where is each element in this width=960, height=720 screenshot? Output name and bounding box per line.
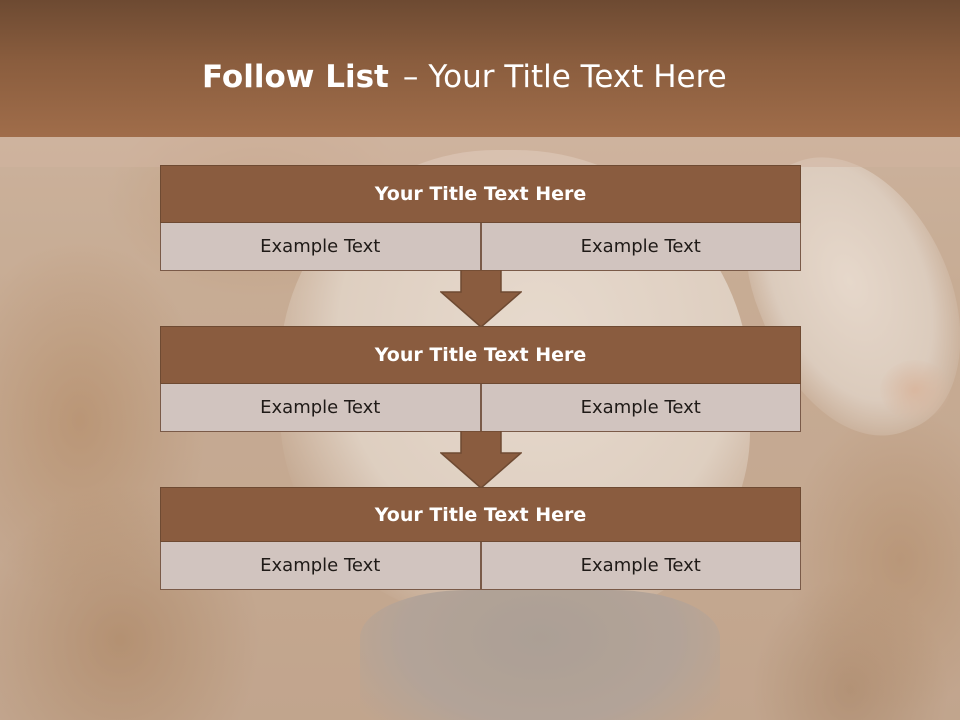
background-hand-shape — [880, 360, 950, 420]
follow-block-1: Your Title Text Here Example Text Exampl… — [160, 165, 801, 271]
follow-block-row: Example Text Example Text — [160, 223, 801, 271]
follow-block-2: Your Title Text Here Example Text Exampl… — [160, 326, 801, 432]
follow-block-cell-left: Example Text — [260, 397, 381, 418]
follow-block-3: Your Title Text Here Example Text Exampl… — [160, 487, 801, 590]
title-banner-strip — [0, 137, 960, 167]
slide-title: Follow List–Your Title Text Here — [202, 52, 727, 102]
follow-block-title: Your Title Text Here — [160, 165, 801, 223]
title-banner — [0, 0, 960, 137]
background-legs-shape — [360, 590, 720, 720]
follow-block-title: Your Title Text Here — [160, 326, 801, 384]
follow-block-row: Example Text Example Text — [160, 384, 801, 432]
follow-block-cell-left: Example Text — [260, 555, 381, 576]
follow-block-cell-right: Example Text — [479, 384, 801, 431]
slide-title-bold: Follow List — [202, 59, 389, 95]
down-arrow-icon — [440, 431, 522, 489]
slide-title-rest: Your Title Text Here — [428, 59, 727, 95]
follow-block-cell-left: Example Text — [260, 236, 381, 257]
slide-title-separator: – — [402, 59, 419, 95]
follow-block-cell-right: Example Text — [479, 542, 801, 589]
down-arrow-icon — [440, 270, 522, 328]
follow-block-cell-right: Example Text — [479, 223, 801, 270]
follow-block-row: Example Text Example Text — [160, 542, 801, 590]
follow-block-title: Your Title Text Here — [160, 487, 801, 542]
